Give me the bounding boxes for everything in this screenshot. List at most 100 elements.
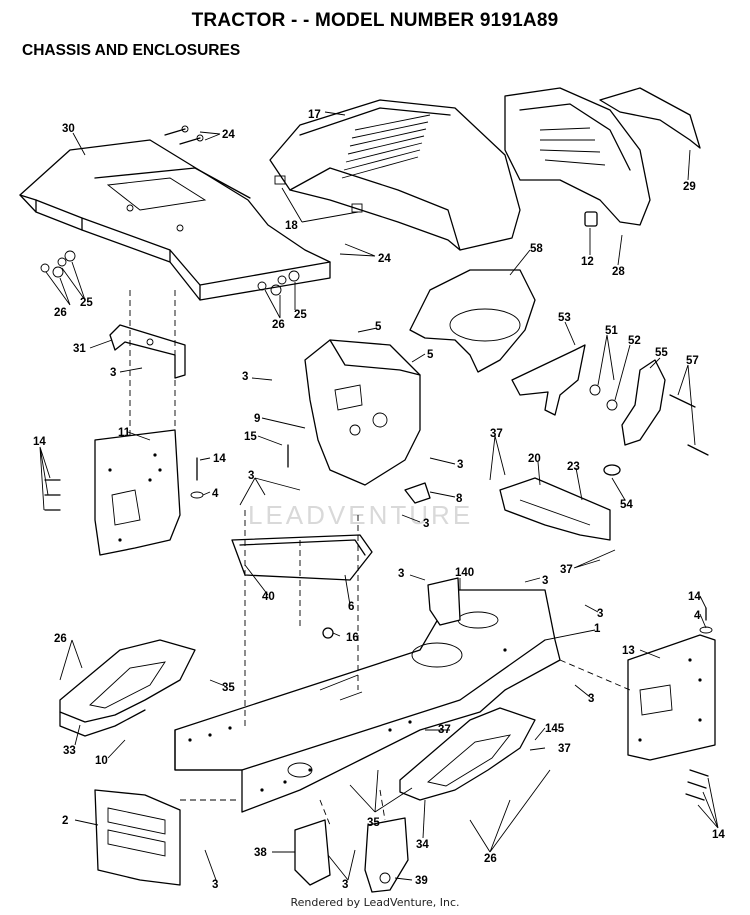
part-label: 3 <box>588 693 594 705</box>
part-label: 4 <box>212 488 219 500</box>
part-label: 3 <box>212 879 218 891</box>
part-label: 16 <box>346 632 359 644</box>
screw-part-24[interactable] <box>164 125 204 145</box>
part-label: 38 <box>254 847 267 859</box>
nut-part-16[interactable] <box>322 627 334 639</box>
part-label: 3 <box>423 518 429 530</box>
bracket-part-20[interactable] <box>499 477 611 541</box>
part-label: 3 <box>242 371 248 383</box>
part-label: 12 <box>581 256 594 268</box>
part-label: 13 <box>622 645 635 657</box>
grille-part-28[interactable] <box>504 87 651 226</box>
part-label: 15 <box>244 431 257 443</box>
part-label: 26 <box>54 633 67 645</box>
part-label: 37 <box>558 743 571 755</box>
part-label: 14 <box>688 591 701 603</box>
part-label: 18 <box>285 220 298 232</box>
bracket-part-38[interactable] <box>294 819 331 886</box>
part-label: 29 <box>683 181 696 193</box>
bracket-part-53[interactable] <box>511 344 586 416</box>
side-panel-part-11[interactable] <box>44 429 181 556</box>
part-label: 24 <box>378 253 391 265</box>
part-label: 9 <box>254 413 260 425</box>
main-frame-part-1[interactable] <box>174 589 561 813</box>
part-label: 14 <box>33 436 46 448</box>
part-label: 37 <box>560 564 573 576</box>
part-label: 58 <box>530 243 543 255</box>
part-label: 26 <box>272 319 285 331</box>
part-label: 3 <box>457 459 463 471</box>
part-label: 55 <box>655 347 668 359</box>
part-label: 40 <box>262 591 275 603</box>
leader-lines <box>39 111 719 881</box>
footrest-part-33[interactable] <box>59 639 196 737</box>
part-label: 53 <box>558 312 571 324</box>
part-label: 5 <box>375 321 382 333</box>
part-label: 52 <box>628 335 641 347</box>
plate-part-55[interactable] <box>621 359 666 446</box>
section-title: CHASSIS AND ENCLOSURES <box>22 42 241 59</box>
part-label: 30 <box>62 123 75 135</box>
part-label: 25 <box>80 297 93 309</box>
hood-trim-part-29[interactable] <box>599 87 701 149</box>
part-label: 25 <box>294 309 307 321</box>
part-label: 34 <box>416 839 429 851</box>
footrest-part-34[interactable] <box>399 707 536 801</box>
bracket-part-140[interactable] <box>427 577 461 626</box>
part-label: 14 <box>712 829 725 841</box>
part-label: 11 <box>118 427 131 439</box>
part-label: 26 <box>54 307 67 319</box>
part-label: 8 <box>456 493 463 505</box>
rear-fender-part-30[interactable] <box>19 139 331 301</box>
watermark: LEADVENTURE <box>248 500 473 530</box>
part-label: 5 <box>427 349 434 361</box>
hardware-parts-51-52-57[interactable] <box>589 384 709 456</box>
part-label: 33 <box>63 745 76 757</box>
bracket-part-31[interactable] <box>109 324 186 379</box>
plate-part-40[interactable] <box>231 534 373 581</box>
part-label: 14 <box>213 453 226 465</box>
part-label: 54 <box>620 499 633 511</box>
part-label: 3 <box>110 367 116 379</box>
dash-panel-part-9[interactable] <box>304 339 421 486</box>
belt-shield-part-58[interactable] <box>409 269 536 373</box>
part-label: 37 <box>490 428 503 440</box>
part-label: 31 <box>73 343 86 355</box>
bracket-part-39[interactable] <box>364 817 409 893</box>
nut-washer-group-left[interactable] <box>40 250 300 296</box>
part-label: 4 <box>694 610 701 622</box>
part-label: 10 <box>95 755 108 767</box>
part-label: 1 <box>594 623 601 635</box>
clip-part-12[interactable] <box>584 211 598 227</box>
part-label: 39 <box>415 875 428 887</box>
hood-part-17[interactable] <box>269 99 521 251</box>
part-label: 3 <box>398 568 404 580</box>
part-label: 3 <box>597 608 603 620</box>
part-labels: 30 24 17 29 18 12 28 24 58 25 26 26 25 5… <box>33 109 725 891</box>
part-label: 35 <box>367 817 380 829</box>
alignment-lines <box>129 290 631 826</box>
part-label: 145 <box>545 723 565 735</box>
part-label: 28 <box>612 266 625 278</box>
part-label: 57 <box>686 355 699 367</box>
footer-credit: Rendered by LeadVenture, Inc. <box>290 896 460 909</box>
part-label: 51 <box>605 325 618 337</box>
clip-part-8[interactable] <box>404 482 431 504</box>
part-label: 23 <box>567 461 580 473</box>
plate-part-2[interactable] <box>94 789 181 886</box>
part-label: 26 <box>484 853 497 865</box>
part-label: 3 <box>342 879 348 891</box>
part-label: 2 <box>62 815 68 827</box>
fasteners-parts-15-14-4[interactable] <box>190 444 289 499</box>
part-label: 17 <box>308 109 321 121</box>
part-label: 20 <box>528 453 541 465</box>
page-title: TRACTOR - - MODEL NUMBER 9191A89 <box>191 10 559 31</box>
part-label: 24 <box>222 129 235 141</box>
knob-part-54[interactable] <box>603 464 621 476</box>
side-panel-part-13[interactable] <box>627 607 716 801</box>
part-label: 6 <box>348 601 354 613</box>
part-label: 35 <box>222 682 235 694</box>
part-label: 3 <box>248 470 254 482</box>
